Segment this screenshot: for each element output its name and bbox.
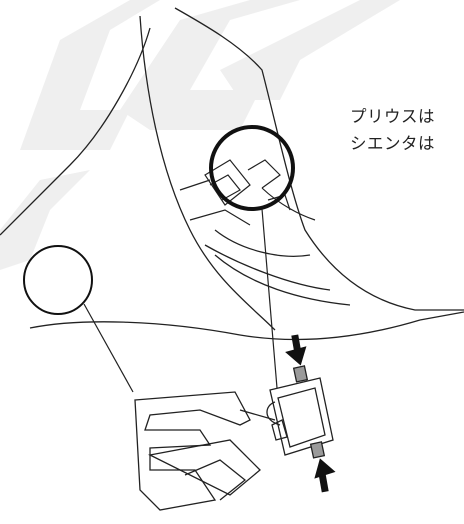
magnifier-circle (209, 125, 295, 211)
connector-detail (134, 365, 334, 511)
press-direction-arrow (285, 334, 336, 493)
brand-logo-watermark (0, 0, 400, 270)
vehicle-note-sienta: シエンタは (350, 134, 435, 153)
vehicle-panel-lines (0, 7, 464, 341)
leader-line-left (83, 303, 134, 393)
connector-tab-bottom (309, 441, 326, 459)
empty-callout-circle (23, 245, 93, 315)
vehicle-note-prius: プリウスは (350, 107, 435, 126)
connector-tab-top (292, 365, 309, 383)
leader-line-right (261, 208, 278, 389)
